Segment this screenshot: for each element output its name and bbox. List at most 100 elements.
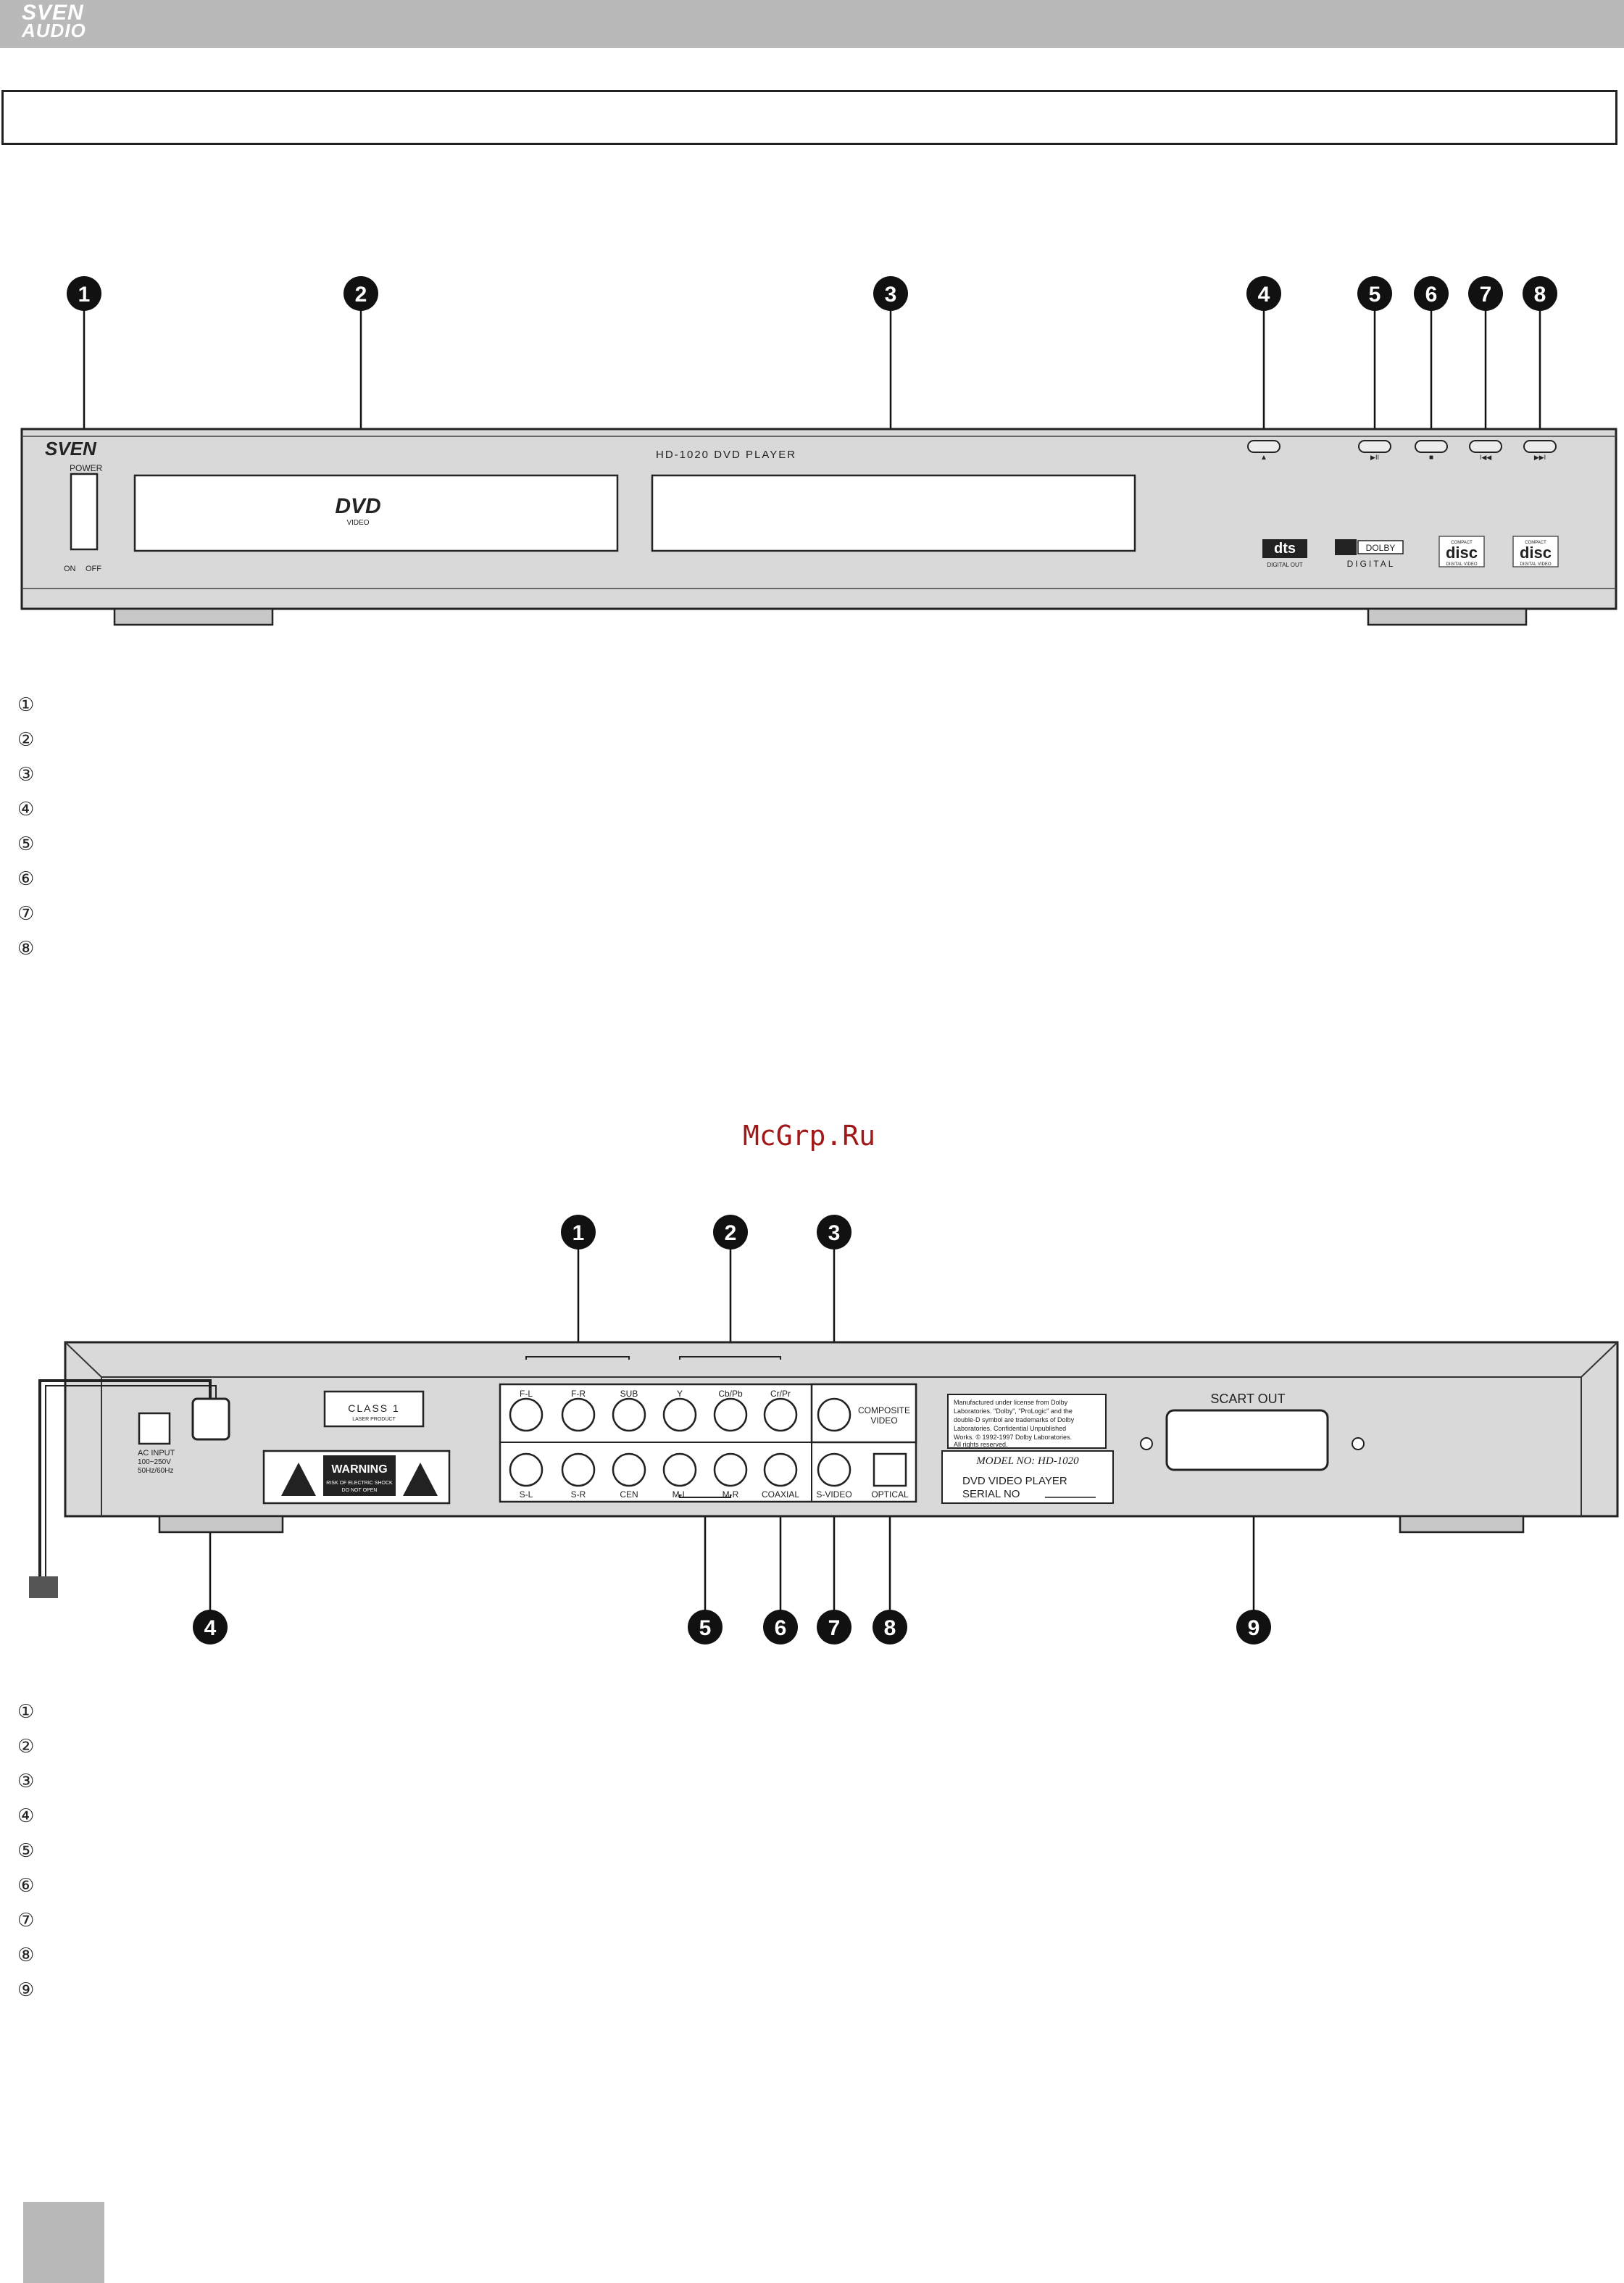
jack-label-mr: M-R [723,1489,739,1500]
jack-cr-pr[interactable] [763,1397,798,1432]
dolby-notice-3: double-D symbol are trademarks of Dolby [954,1416,1075,1423]
rear-legend-9: ⑨ [17,1979,35,2001]
display-window [651,474,1136,552]
open-close-button[interactable] [1247,440,1281,453]
play-pause-button[interactable] [1358,440,1391,453]
jack-label-sr: S-R [571,1489,586,1500]
jack-subwoofer[interactable] [612,1397,646,1432]
rear-callout-num: 2 [725,1221,737,1245]
jack-s-video[interactable] [817,1452,851,1487]
jack-mix-left[interactable] [662,1452,697,1487]
power-cord-socket[interactable] [191,1397,230,1441]
jack-label-coaxial: COAXIAL [762,1489,799,1500]
warning-sub2: DO NOT OPEN [342,1488,378,1493]
ac-input-voltage: 100~250V [138,1458,171,1466]
rear-callout-num: 4 [204,1616,217,1640]
rear-legend-2: ② [17,1736,35,1758]
play-pause-icon: ▶II [1370,454,1379,461]
brand-line2: AUDIO [22,20,86,41]
disc-top: COMPACT [1451,541,1473,545]
power-switch[interactable] [70,473,99,551]
dolby-double-d-icon [1335,539,1357,555]
disc-bottom: DIGITAL VIDEO [1446,562,1477,567]
stop-button[interactable] [1415,440,1448,453]
dolby-notice-box [947,1394,1107,1449]
dts-sub: DIGITAL OUT [1267,562,1302,568]
rear-foot-left [158,1515,284,1534]
power-cord [38,1379,212,1576]
scart-screw-left [1140,1437,1153,1450]
dvd-logo-sub: VIDEO [346,519,369,527]
front-foot-right [1367,607,1528,626]
shock-warning-icon [281,1463,316,1496]
front-brand: SVEN [45,438,97,459]
dvd-logo: DVD [335,494,380,518]
jack-surround-left[interactable] [509,1452,544,1487]
serial-label: SERIAL NO [962,1488,1020,1500]
warning-title: WARNING [331,1463,387,1476]
jack-label-svideo: S-VIDEO [816,1489,851,1500]
ac-input-socket[interactable] [138,1412,171,1445]
jack-front-right[interactable] [561,1397,596,1432]
front-legend-3: ③ [17,764,35,786]
brand-logo: SVEN AUDIO [22,2,86,41]
rear-callout-num: 3 [828,1221,841,1245]
front-callout-3 [873,276,908,311]
front-callout-num: 7 [1480,283,1492,307]
on-label: ON [64,565,76,573]
front-callout-8 [1523,276,1557,311]
jack-y[interactable] [662,1397,697,1432]
power-label: POWER [70,463,103,473]
disc-word-2: disc [1520,544,1552,562]
warning-sub1: RISK OF ELECTRIC SHOCK [326,1481,393,1486]
power-plug-icon [29,1576,58,1598]
front-callout-5 [1357,276,1392,311]
next-button[interactable] [1523,440,1557,453]
caution-warning-icon [403,1463,438,1496]
dolby-notice-4: Laboratories. Confidential Unpublished [954,1425,1066,1432]
eject-icon: ▲ [1260,454,1267,462]
scart-connector[interactable] [1165,1409,1329,1471]
jack-label-ml: M-L [672,1489,688,1500]
compact-disc-logo-2 [1512,536,1559,567]
disc-bottom-2: DIGITAL VIDEO [1520,562,1551,567]
scart-screw-right [1352,1437,1365,1450]
rear-legend-3: ③ [17,1771,35,1792]
dts-text: dts [1274,541,1296,557]
front-callout-1 [67,276,101,311]
jack-label-fr: F-R [571,1389,586,1399]
jack-mix-right[interactable] [713,1452,748,1487]
jack-front-left[interactable] [509,1397,544,1432]
jack-label-crpr: Cr/Pr [770,1389,791,1399]
front-callout-4 [1246,276,1281,311]
front-callout-2 [343,276,378,311]
jack-label-optical: OPTICAL [871,1489,909,1500]
dolby-notice-6: All rights reserved. [954,1441,1008,1448]
product-name: DVD VIDEO PLAYER [962,1475,1067,1487]
jack-label-sl: S-L [520,1489,533,1500]
rear-callout-num: 7 [828,1616,841,1640]
rear-legend-6: ⑥ [17,1875,35,1897]
jack-center[interactable] [612,1452,646,1487]
rear-legend-7: ⑦ [17,1910,35,1931]
front-legend-7: ⑦ [17,903,35,925]
disc-tray[interactable] [133,474,619,552]
dolby-sub: DIGITAL [1347,559,1396,569]
front-legend-4: ④ [17,799,35,820]
jack-label-y: Y [677,1389,683,1399]
page-number-box [23,2202,104,2283]
jack-coaxial[interactable] [763,1452,798,1487]
jack-surround-right[interactable] [561,1452,596,1487]
front-legend-1: ① [17,694,35,716]
front-callout-num: 4 [1258,283,1270,307]
front-legend-8: ⑧ [17,938,35,960]
jack-label-cen: CEN [620,1489,638,1500]
jack-cb-pb[interactable] [713,1397,748,1432]
compact-disc-logo [1438,536,1485,567]
prev-button[interactable] [1469,440,1502,453]
jack-composite-video[interactable] [817,1397,851,1432]
jack-optical[interactable] [873,1452,907,1487]
off-label: OFF [86,565,101,573]
front-callout-num: 6 [1425,283,1438,307]
composite-label-1: COMPOSITE [858,1405,910,1415]
